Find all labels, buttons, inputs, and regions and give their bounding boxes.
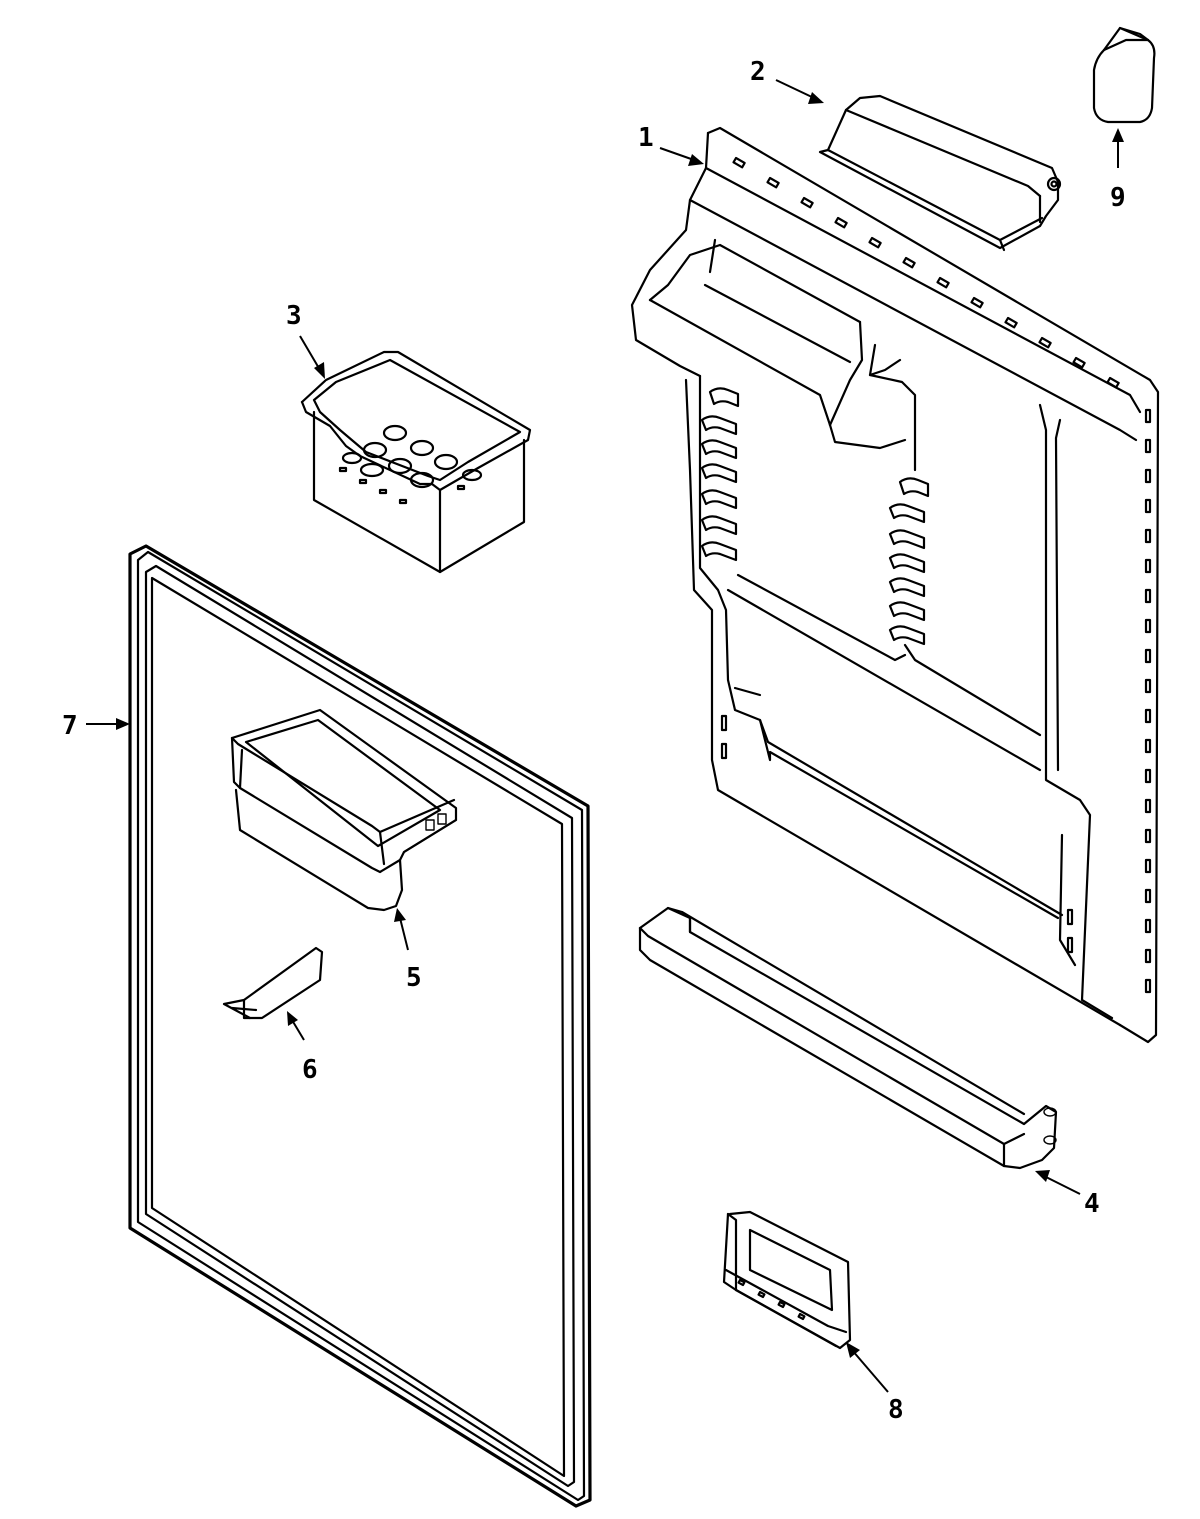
callout-label-7: 7 (62, 711, 78, 741)
door-gasket-part (128, 544, 592, 1508)
callout-arrow-8 (851, 1349, 889, 1393)
callout-arrow-6 (291, 1019, 305, 1041)
dairy-door-part (818, 94, 1062, 252)
callout-label-1: 1 (638, 123, 654, 153)
callout-label-5: 5 (406, 963, 422, 993)
arrow-head-icon (1035, 1170, 1050, 1182)
callout-label-3: 3 (286, 301, 302, 331)
arrow-head-icon (846, 1342, 860, 1358)
shelf-rail-part (638, 906, 1058, 1170)
arrow-head-icon (808, 92, 824, 104)
holder-part (722, 1210, 852, 1350)
door-bin-part (230, 708, 458, 912)
door-liner-part (630, 126, 1160, 1044)
callout-label-2: 2 (750, 57, 766, 87)
arrow-head-icon (116, 718, 130, 730)
callout-arrow-2 (775, 79, 815, 99)
callout-label-4: 4 (1084, 1189, 1100, 1219)
callout-arrows (86, 79, 1124, 1393)
callout-arrow-3 (299, 335, 321, 371)
callout-arrow-5 (399, 917, 409, 951)
egg-bin-part (300, 350, 532, 574)
arrow-head-icon (287, 1011, 298, 1026)
callout-arrow-4 (1043, 1175, 1081, 1195)
callout-label-6: 6 (302, 1055, 318, 1085)
divider-clip-part (222, 946, 324, 1020)
arrow-head-icon (1112, 128, 1124, 142)
callout-labels: 1 2 3 4 5 6 7 8 9 (62, 57, 1126, 1425)
callout-arrow-1 (659, 147, 695, 161)
arrow-head-icon (394, 908, 406, 922)
arrow-head-icon (314, 362, 325, 379)
callout-label-9: 9 (1110, 183, 1126, 213)
cover-cap-part (1092, 26, 1156, 124)
arrow-head-icon (688, 154, 704, 166)
callout-label-8: 8 (888, 1395, 904, 1425)
